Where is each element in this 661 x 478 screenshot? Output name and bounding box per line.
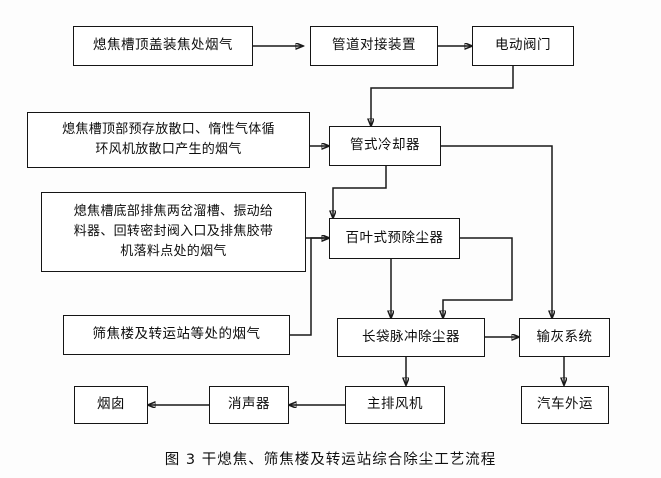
node-label: 熄焦槽顶盖装焦处烟气 bbox=[93, 37, 233, 54]
node-pipe-docking-device[interactable]: 管道对接装置 bbox=[310, 26, 438, 66]
node-label-line-2: 料器、回转密封阀入口及排焦胶带 bbox=[73, 223, 274, 239]
node-label: 长袋脉冲除尘器 bbox=[362, 328, 460, 345]
node-truck-transport-out[interactable]: 汽车外运 bbox=[521, 386, 609, 424]
edge-n3-n5 bbox=[371, 65, 514, 126]
node-label: 筛焦楼及转运站等处的烟气 bbox=[92, 326, 261, 343]
node-tubular-cooler[interactable]: 管式冷却器 bbox=[329, 126, 441, 166]
edge-n5-n7 bbox=[333, 166, 387, 218]
node-label: 汽车外运 bbox=[537, 396, 593, 413]
node-top-prestorage-and-inert-gas-fan-vent-fumes[interactable]: 熄焦槽顶部预存放散口、惰性气体循 环风机放散口产生的烟气 bbox=[27, 112, 310, 168]
node-label: 消声器 bbox=[228, 396, 270, 413]
node-louver-pre-dust-collector[interactable]: 百叶式预除尘器 bbox=[329, 218, 460, 259]
node-label-line-1: 熄焦槽顶部预存放散口、惰性气体循 bbox=[62, 121, 275, 137]
node-silencer[interactable]: 消声器 bbox=[209, 386, 289, 424]
node-long-bag-pulse-dust-collector[interactable]: 长袋脉冲除尘器 bbox=[337, 318, 485, 357]
node-label: 百叶式预除尘器 bbox=[345, 229, 444, 246]
node-label: 管道对接装置 bbox=[332, 37, 416, 54]
node-label: 主排风机 bbox=[367, 396, 423, 413]
node-screening-building-and-transfer-station-fumes[interactable]: 筛焦楼及转运站等处的烟气 bbox=[63, 315, 290, 355]
node-label: 电动阀门 bbox=[495, 37, 551, 54]
node-label: 输灰系统 bbox=[536, 328, 593, 345]
figure-caption: 图 3 干熄焦、筛焦楼及转运站综合除尘工艺流程 bbox=[164, 452, 497, 468]
node-electric-valve[interactable]: 电动阀门 bbox=[472, 26, 574, 66]
node-label: 烟囱 bbox=[97, 396, 125, 413]
node-bottom-discharge-chute-and-belt-transfer-fumes[interactable]: 熄焦槽底部排焦两岔溜槽、振动给 料器、回转密封阀入口及排焦胶带 机落料点处的烟气 bbox=[41, 192, 306, 272]
node-coke-trough-lid-charging-fumes[interactable]: 熄焦槽顶盖装焦处烟气 bbox=[73, 26, 253, 66]
node-ash-conveying-system[interactable]: 输灰系统 bbox=[519, 318, 610, 357]
node-label: 管式冷却器 bbox=[350, 137, 420, 154]
node-main-exhaust-fan[interactable]: 主排风机 bbox=[345, 386, 445, 424]
node-chimney[interactable]: 烟囱 bbox=[74, 386, 148, 424]
node-label-line-1: 熄焦槽底部排焦两岔溜槽、振动给 bbox=[73, 203, 274, 219]
node-label-line-3: 机落料点处的烟气 bbox=[120, 244, 227, 260]
node-label-line-2: 环风机放散口产生的烟气 bbox=[95, 142, 242, 157]
